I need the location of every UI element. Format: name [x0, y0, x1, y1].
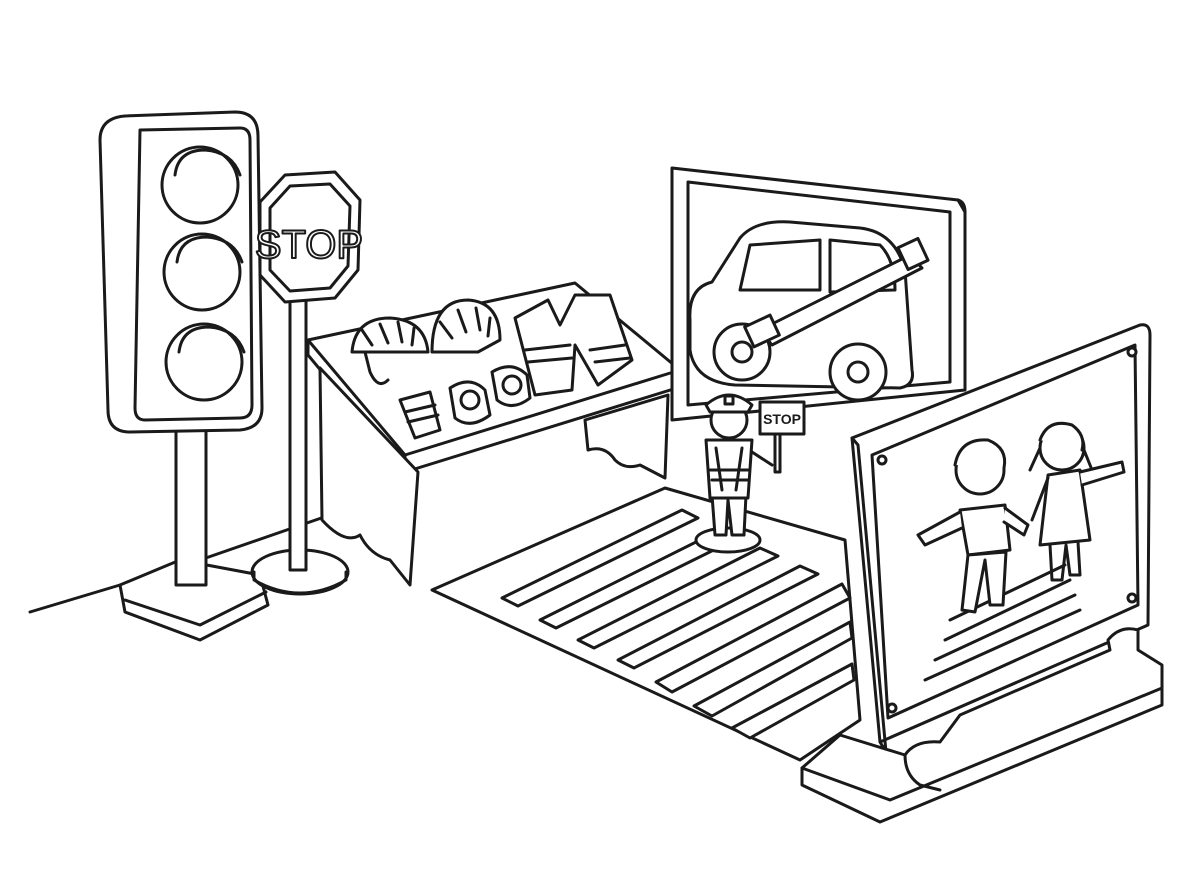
- table-left-leg: [318, 366, 420, 587]
- held-stop-sign: [758, 400, 806, 436]
- traffic-light-top-lamp: [160, 145, 240, 225]
- traffic-light-pole: [174, 418, 208, 587]
- car-seatbelt-board: [670, 166, 967, 422]
- traffic-light-middle-lamp: [162, 232, 242, 312]
- stop-sign-pole: [288, 298, 308, 572]
- boy-drawing: [916, 438, 1030, 614]
- safety-vest: [513, 293, 634, 397]
- held-sign-pole: [773, 428, 782, 474]
- board-crosswalk-stripes: [923, 563, 1082, 682]
- crosswalk-stripes: [500, 508, 856, 740]
- car-drawing: [688, 220, 930, 402]
- equipment-table: [306, 281, 682, 587]
- gloves: [398, 390, 442, 440]
- crosswalk-mat: [430, 486, 862, 762]
- crossing-guard-figurine: STOP: [694, 393, 806, 554]
- held-sign-text: STOP: [763, 411, 801, 427]
- girl-drawing: [1028, 421, 1126, 582]
- stop-sign-text: STOP: [255, 223, 363, 267]
- floor-line: [28, 513, 332, 614]
- board-stand: [800, 627, 1164, 802]
- table-right-support: [583, 393, 670, 480]
- stop-sign: STOP: [250, 170, 364, 596]
- knee-pads: [448, 365, 532, 425]
- helmet-left: [350, 316, 430, 386]
- helmet-right: [430, 298, 502, 354]
- figurine-base: [694, 526, 762, 554]
- stop-sign-octagon: [258, 170, 362, 304]
- children-crossing-board: [800, 323, 1164, 824]
- traffic-light-bottom-lamp: [164, 322, 244, 402]
- traffic-light: [98, 110, 270, 642]
